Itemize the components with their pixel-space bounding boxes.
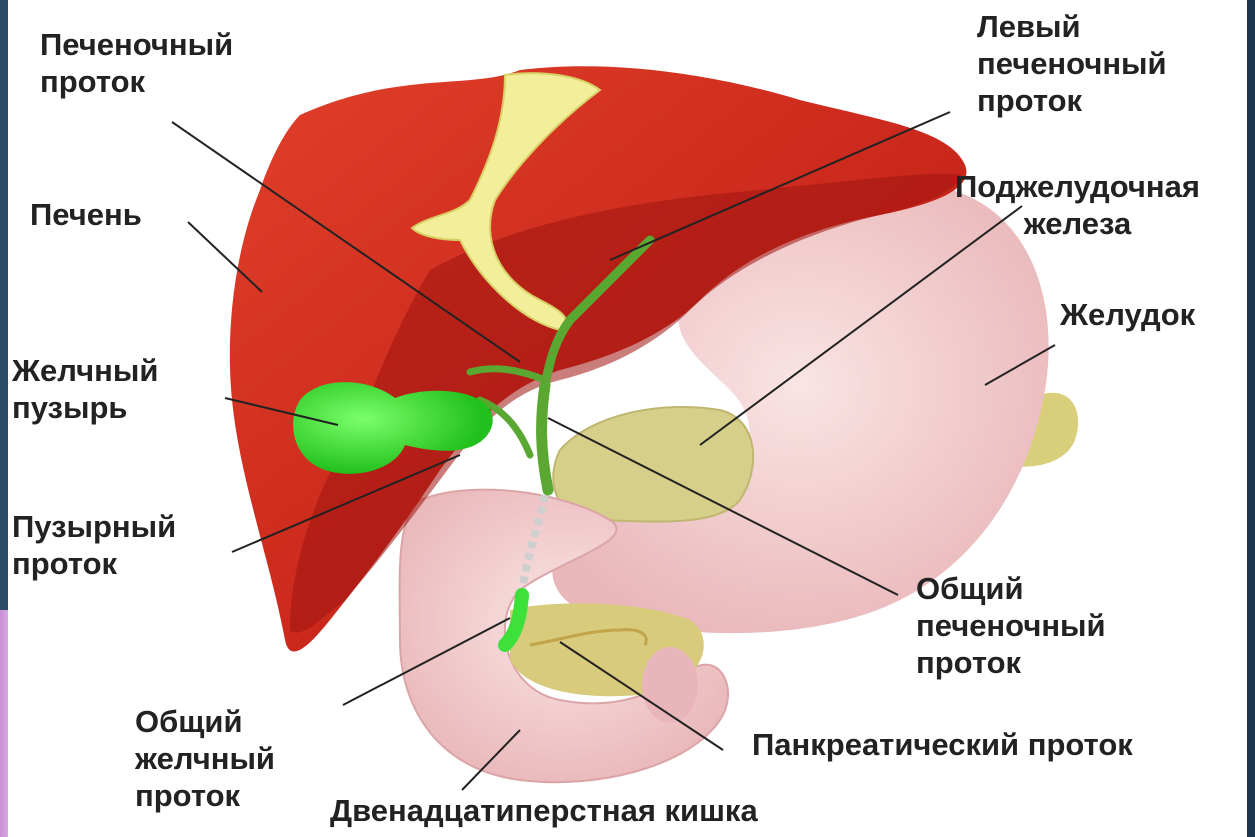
duodenal-papilla [642, 647, 698, 723]
pancreas-body [553, 407, 753, 522]
label-pancreatic-duct: Панкреатический проток [752, 726, 1133, 763]
label-common-bile-duct: Общий желчный проток [135, 703, 275, 814]
label-left-hepatic-duct: Левый печеночный проток [977, 8, 1167, 119]
label-common-hepatic-duct: Общий печеночный проток [916, 570, 1106, 681]
label-gallbladder: Желчный пузырь [12, 352, 158, 426]
label-hepatic-duct: Печеночный проток [40, 26, 233, 100]
label-liver: Печень [30, 196, 142, 233]
label-cystic-duct: Пузырный проток [12, 508, 176, 582]
label-pancreas: Поджелудочная железа [955, 168, 1200, 242]
label-duodenum: Двенадцатиперстная кишка [330, 792, 758, 829]
label-stomach: Желудок [1060, 296, 1195, 333]
